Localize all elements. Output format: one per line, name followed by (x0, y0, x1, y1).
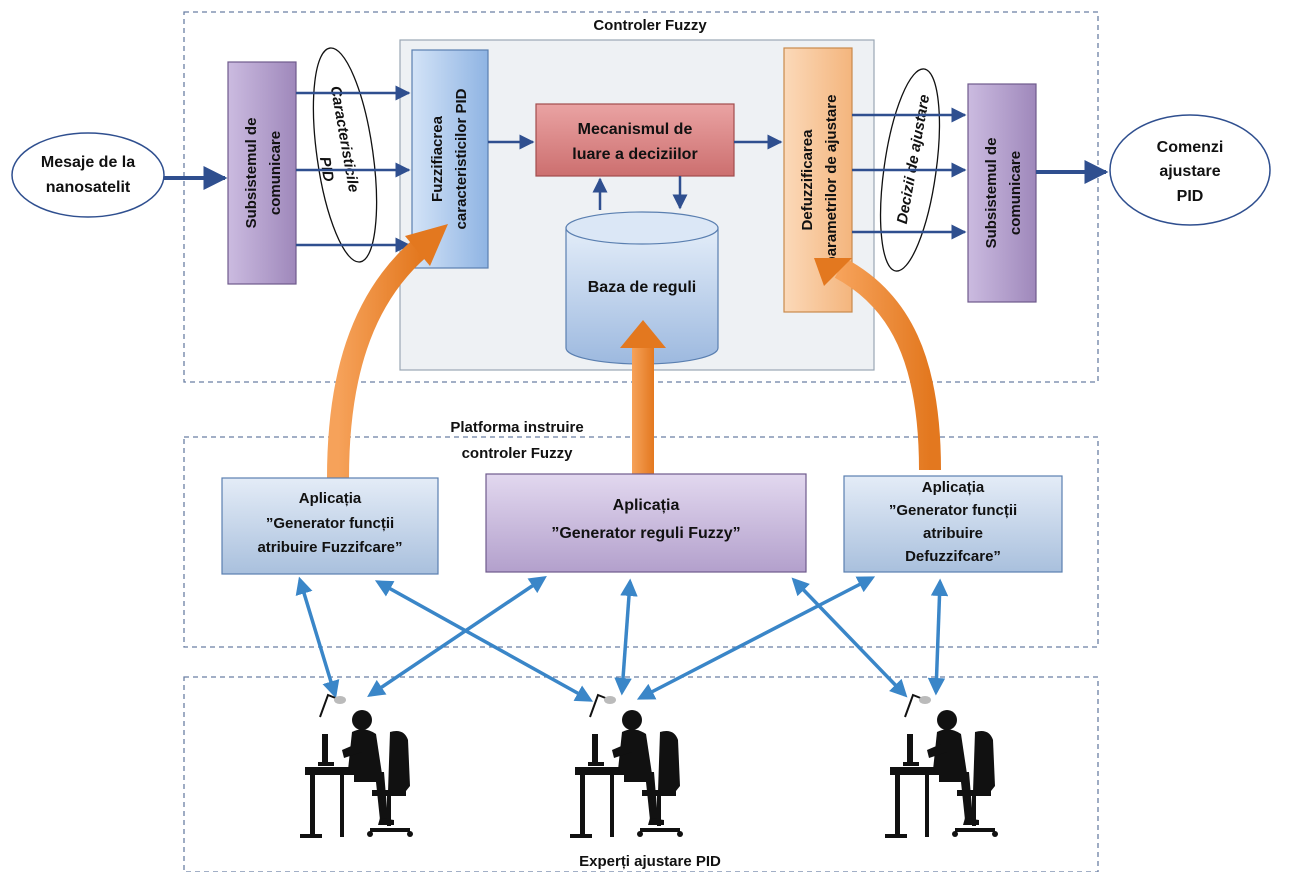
app-defuzzification-box (843, 475, 1063, 573)
platform-group-title: Platforma instruire (450, 419, 583, 436)
app-fuzzification-line-3: atribuire Fuzzifcare” (257, 539, 402, 556)
output-label-2: ajustare (1159, 163, 1220, 180)
mechanism-label-1: Mecanismul de (578, 121, 693, 138)
fuzzification-label-2: caracteristicilor PID (453, 88, 470, 229)
app-defuzzification-line-3: atribuire (923, 525, 983, 542)
subsystem-out-box (967, 83, 1037, 303)
app-defuzzification-line-1: Aplicația (922, 479, 985, 496)
input-ellipse (11, 132, 165, 218)
controller-group-title: Controler Fuzzy (593, 17, 707, 34)
app-fuzzification-line-2: ”Generator funcții (266, 515, 394, 532)
mechanism-label-2: luare a deciziilor (572, 146, 697, 163)
rule-base-label: Baza de reguli (588, 279, 696, 296)
defuzzification-label-1: Defuzzificarea (799, 129, 816, 231)
flow-arrows (164, 85, 1109, 253)
expert-links (295, 576, 949, 702)
decisions-ellipse (879, 68, 941, 272)
app-defuzzification-line-4: Defuzzifcare” (905, 548, 1001, 565)
defuzzification-label-2: parametrilor de ajustare (823, 95, 840, 266)
subsystem-out-label-2: comunicare (1007, 151, 1024, 235)
app-defuzzification-line-2: ”Generator funcții (889, 502, 1017, 519)
platform-group-title-2: controler Fuzzy (462, 445, 574, 462)
platform-group-border (183, 436, 1099, 648)
mechanism-box (535, 103, 735, 177)
subsystem-in-box (227, 61, 297, 285)
fuzzification-label-1: Fuzzifiacrea (429, 115, 446, 202)
experts-group-border (183, 676, 1099, 872)
expert-workstation-icon-2 (568, 693, 685, 840)
subsystem-in-label-2: comunicare (267, 131, 284, 215)
app-rules-line-2: ”Generator reguli Fuzzy” (551, 525, 740, 542)
app-fuzzification-box (221, 477, 439, 575)
experts-group-title: Experți ajustare PID (579, 853, 721, 870)
app-rules-line-1: Aplicația (613, 497, 680, 514)
expert-workstation-icon-1 (298, 693, 415, 840)
subsystem-in-label-1: Subsistemul de (243, 118, 260, 229)
subsystem-out-label-1: Subsistemul de (983, 138, 1000, 249)
output-ellipse (1109, 114, 1271, 226)
output-label-1: Comenzi (1157, 139, 1224, 156)
orange-arrows (327, 224, 941, 479)
app-rules-box (485, 473, 807, 573)
input-label-1: Mesaje de la (41, 154, 135, 171)
app-fuzzification-line-1: Aplicația (299, 490, 362, 507)
input-label-2: nanosatelit (46, 179, 131, 196)
characteristics-ellipse (312, 47, 378, 263)
output-label-3: PID (1177, 188, 1204, 205)
expert-workstation-icon-3 (883, 693, 1000, 840)
decisions-label: Decizii de ajustare (894, 93, 933, 225)
rule-base-cylinder (565, 211, 719, 365)
